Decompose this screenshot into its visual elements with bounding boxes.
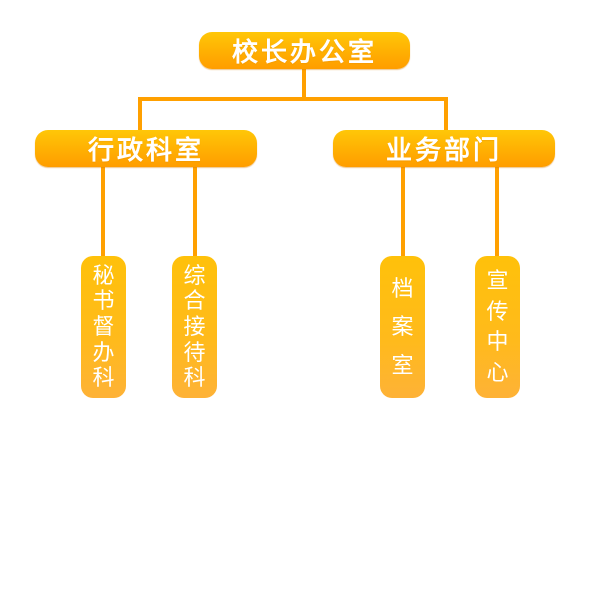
connector-drop-business bbox=[444, 99, 448, 131]
connector-drop-archives bbox=[401, 166, 405, 258]
connector-drop-reception bbox=[193, 166, 197, 258]
org-node-publicity-center: 宣传中心 bbox=[475, 256, 520, 398]
connector-drop-publicity bbox=[495, 166, 499, 258]
org-node-secretary-supervision: 秘书督办科 bbox=[81, 256, 126, 398]
org-node-business-dept: 业务部门 bbox=[333, 130, 555, 167]
connector-root-stem bbox=[302, 68, 306, 99]
org-node-admin-section: 行政科室 bbox=[35, 130, 257, 167]
connector-drop-secretary bbox=[101, 166, 105, 258]
org-node-principal-office: 校长办公室 bbox=[199, 32, 410, 69]
connector-horizontal-bar bbox=[138, 97, 448, 101]
org-node-archives-room: 档案室 bbox=[380, 256, 425, 398]
connector-drop-admin bbox=[138, 99, 142, 131]
org-node-reception-section: 综合接待科 bbox=[172, 256, 217, 398]
